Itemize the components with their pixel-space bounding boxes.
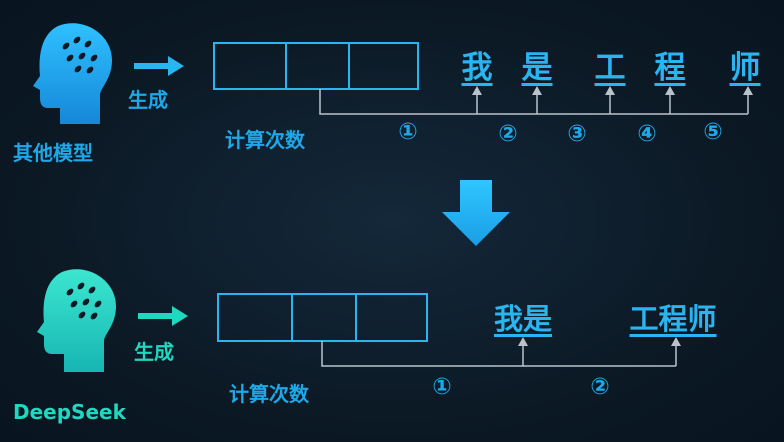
bottom-generate-label: 生成: [134, 340, 174, 364]
bottom-connector-arrowheads: [518, 337, 681, 346]
bottom-token-woshi: 我是: [493, 302, 553, 336]
bottom-compute-boxes: [217, 293, 428, 342]
top-generate-label: 生成: [128, 88, 168, 112]
top-token-wo: 我: [461, 50, 493, 86]
top-step-4: ④: [637, 121, 657, 147]
top-token-cheng: 程: [654, 50, 686, 86]
bottom-step-1: ①: [432, 374, 452, 400]
top-connector-lines: [319, 89, 749, 115]
bottom-token-gongchengshi: 工程师: [629, 302, 717, 336]
deepseek-label: DeepSeek: [13, 400, 126, 424]
top-step-3: ③: [567, 121, 587, 147]
bottom-right-arrow-icon: [138, 306, 188, 326]
top-compute-boxes: [213, 42, 419, 90]
bottom-compute-count-label: 计算次数: [229, 382, 309, 406]
top-token-gong: 工: [594, 50, 626, 86]
top-step-1: ①: [398, 119, 418, 145]
bottom-head-brain-icon: [37, 269, 116, 372]
top-step-5: ⑤: [703, 119, 723, 145]
top-connector-arrowheads: [472, 86, 753, 95]
other-models-label: 其他模型: [13, 141, 93, 165]
top-step-2: ②: [498, 121, 518, 147]
top-right-arrow-icon: [134, 56, 184, 76]
down-arrow-icon: [442, 180, 510, 246]
bottom-step-2: ②: [590, 374, 610, 400]
top-token-shi2: 师: [729, 50, 761, 86]
top-compute-count-label: 计算次数: [225, 128, 305, 152]
top-token-shi: 是: [521, 50, 553, 86]
bottom-connector-lines: [321, 341, 677, 367]
top-head-brain-icon: [33, 23, 112, 125]
